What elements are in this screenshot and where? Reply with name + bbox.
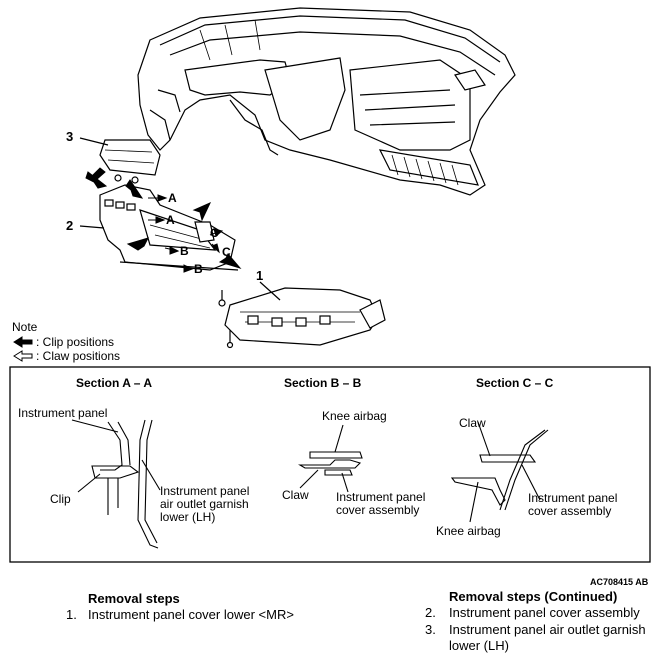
section-c-c-drawing: [450, 421, 549, 523]
callout-1: 1: [256, 268, 264, 283]
label-garnish-line-3: lower (LH): [160, 510, 216, 524]
clip-arrow: [85, 171, 108, 189]
claw-arrow-icon: [13, 350, 33, 362]
clip-arrow: [126, 237, 149, 251]
section-b-b-title: Section B – B: [284, 376, 362, 390]
dashboard-illustration: [137, 7, 516, 196]
clip-arrow-icon: [13, 336, 33, 348]
clip-arrow: [218, 253, 242, 269]
removal-steps-continued-title: Removal steps (Continued): [449, 589, 618, 604]
part-1-lower-panel-illustration: [224, 281, 386, 349]
label-cover-line-2: cover assembly: [528, 504, 612, 518]
callout-3: 3: [66, 129, 74, 144]
label-cover-line-1: Instrument panel: [528, 491, 618, 505]
section-details-frame: [9, 366, 651, 563]
label-cover-line-2: cover assembly: [336, 503, 420, 517]
removal-step-number: 2.: [425, 605, 436, 620]
clip-arrows: [85, 167, 242, 269]
label-claw: Claw: [282, 488, 309, 502]
removal-step-number: 3.: [425, 622, 436, 637]
removal-step-number: 1.: [66, 607, 77, 622]
label-garnish-line-1: Instrument panel: [160, 484, 250, 498]
removal-steps-title: Removal steps: [88, 591, 180, 606]
section-letter-a: A: [168, 191, 177, 205]
callout-2: 2: [66, 218, 74, 233]
section-letter-b: B: [180, 244, 189, 258]
section-letter-c: C: [210, 226, 219, 240]
section-a-a-drawing: [71, 419, 161, 549]
label-garnish-line-2: air outlet garnish: [160, 497, 249, 511]
note-claw-positions: : Claw positions: [36, 349, 121, 363]
label-knee-airbag: Knee airbag: [322, 409, 387, 423]
section-b-b-drawing: [298, 424, 363, 493]
label-cover-line-1: Instrument panel: [336, 490, 426, 504]
section-a-a-title: Section A – A: [76, 376, 153, 390]
clip-arrow: [125, 179, 144, 199]
section-letter-b: B: [194, 262, 203, 276]
figure-code: AC708415 AB: [590, 577, 649, 587]
section-letter-a: A: [166, 213, 175, 227]
removal-step-text: Instrument panel air outlet garnish: [449, 622, 646, 637]
section-letter-c: C: [222, 245, 231, 259]
label-instrument-panel: Instrument panel: [18, 406, 108, 420]
removal-step-text-continued: lower (LH): [449, 638, 509, 653]
label-claw: Claw: [459, 416, 486, 430]
clip-arrow: [192, 202, 212, 222]
note-clip-positions: : Clip positions: [36, 335, 115, 349]
label-knee-airbag: Knee airbag: [436, 524, 501, 538]
removal-step-text: Instrument panel cover assembly: [449, 605, 640, 620]
note-title: Note: [12, 320, 38, 334]
label-clip: Clip: [50, 492, 71, 506]
removal-step-text: Instrument panel cover lower <MR>: [88, 607, 294, 622]
section-c-c-title: Section C – C: [476, 376, 554, 390]
section-leader-arrows: [148, 194, 224, 273]
part-3-garnish-illustration: [79, 137, 161, 184]
